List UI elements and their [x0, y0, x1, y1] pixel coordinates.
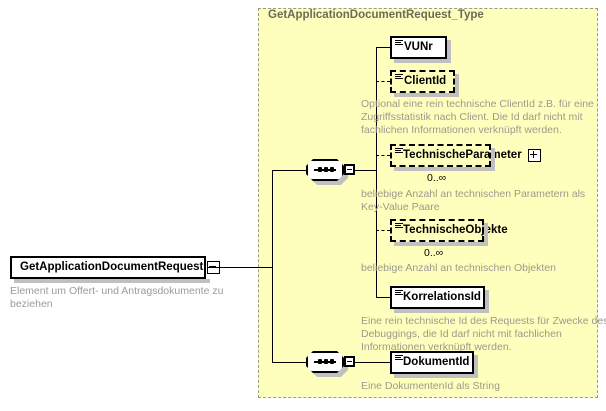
stub-TechnischeParameter — [376, 155, 390, 156]
element-VUNr[interactable]: VUNr — [390, 36, 447, 59]
node-shadow-KorrelationsId — [394, 309, 489, 313]
connector-branch-up — [272, 170, 273, 268]
connector-to-sequence-top — [272, 170, 306, 171]
sequence-glyph-icon-DokumentId — [395, 355, 403, 362]
element-annotation-DokumentId: Eine DokumentenId als String — [361, 380, 500, 392]
node-shadow-VUNr — [394, 59, 451, 63]
node-shadow-KorrelationsId-right — [485, 290, 489, 313]
element-label-VUNr: VUNr — [404, 40, 433, 53]
stub-VUNr — [376, 47, 390, 48]
connector-seqbottom-to-DokumentId — [354, 362, 390, 363]
type-container-title: GetApplicationDocumentRequest_Type — [268, 9, 484, 21]
element-DokumentId[interactable]: DokumentId — [390, 351, 474, 374]
stub-KorrelationsId — [376, 297, 390, 298]
node-shadow-TechnischeObjekte-right — [484, 223, 488, 246]
sequence-compositor-bottom[interactable] — [306, 351, 355, 377]
sequence-glyph-icon-VUNr — [395, 40, 403, 47]
root-element-label: GetApplicationDocumentRequest — [20, 260, 204, 273]
element-KorrelationsId[interactable]: KorrelationsId — [390, 286, 485, 309]
element-TechnischeObjekte[interactable]: TechnischeObjekte — [390, 219, 508, 242]
element-ClientId[interactable]: ClientId — [390, 70, 455, 93]
element-annotation-TechnischeObjekte: beliebige Anzahl an technischen Objekten — [361, 262, 556, 274]
element-TechnischeParameter[interactable]: TechnischeParameter — [390, 144, 541, 167]
cardinality-TechnischeObjekte: 0..∞ — [424, 247, 444, 259]
node-shadow-TechnischeObjekte — [394, 242, 488, 246]
root-element-GetApplicationDocumentRequest[interactable]: GetApplicationDocumentRequest — [10, 256, 221, 279]
cardinality-TechnischeParameter: 0..∞ — [427, 172, 447, 184]
connector-seqtop-out — [354, 170, 376, 171]
node-shadow-ClientId — [394, 93, 459, 97]
node-shadow-DokumentId — [394, 374, 478, 378]
node-shadow-TechnischeParameter-right — [491, 148, 495, 171]
root-node-shadow — [14, 279, 210, 283]
connector-to-sequence-bottom — [272, 362, 306, 363]
root-element-annotation: Element um Offert- und Antragsdokumente … — [10, 285, 224, 310]
sequence-collapse-minus-icon-top[interactable] — [344, 164, 355, 175]
stub-TechnischeObjekte — [376, 230, 390, 231]
stub-ClientId — [376, 81, 390, 82]
sequence-dot-1-bottom — [318, 359, 322, 364]
element-label-TechnischeParameter: TechnischeParameter — [403, 148, 522, 161]
node-shadow-VUNr-right — [447, 40, 451, 63]
sequence-dot-2-bottom — [324, 359, 328, 364]
sequence-compositor-top[interactable] — [306, 159, 355, 185]
element-label-TechnischeObjekte: TechnischeObjekte — [403, 223, 508, 236]
sequence-dot-3-bottom — [330, 359, 334, 364]
element-label-KorrelationsId: KorrelationsId — [403, 290, 481, 303]
element-annotation-TechnischeParameter: beliebige Anzahl an technischen Paramete… — [361, 188, 586, 213]
expand-plus-icon-TechnischeParameter[interactable] — [527, 149, 541, 162]
element-label-ClientId: ClientId — [404, 74, 447, 87]
child-spine-lower — [376, 170, 377, 297]
node-shadow-DokumentId-right — [474, 355, 478, 378]
sequence-dot-3-top — [330, 167, 334, 172]
sequence-dot-2-top — [324, 167, 328, 172]
sequence-glyph-icon-KorrelationsId — [395, 290, 403, 297]
node-shadow-TechnischeParameter — [394, 167, 495, 171]
node-shadow-ClientId-right — [455, 74, 459, 97]
sequence-glyph-icon-ClientId — [395, 74, 403, 81]
element-annotation-ClientId: Optional eine rein technische ClientId z… — [361, 98, 594, 136]
element-annotation-KorrelationsId: Eine rein technische Id des Requests für… — [361, 315, 606, 353]
connector-branch-down — [272, 267, 273, 363]
element-label-DokumentId: DokumentId — [403, 355, 470, 368]
sequence-glyph-icon-TechnischeObjekte — [395, 223, 403, 230]
connector-root-to-branch — [208, 267, 272, 268]
child-spine-upper — [376, 47, 377, 171]
sequence-glyph-icon-TechnischeParameter — [395, 148, 403, 155]
sequence-dot-1-top — [318, 167, 322, 172]
sequence-collapse-minus-icon-bottom[interactable] — [344, 356, 355, 367]
